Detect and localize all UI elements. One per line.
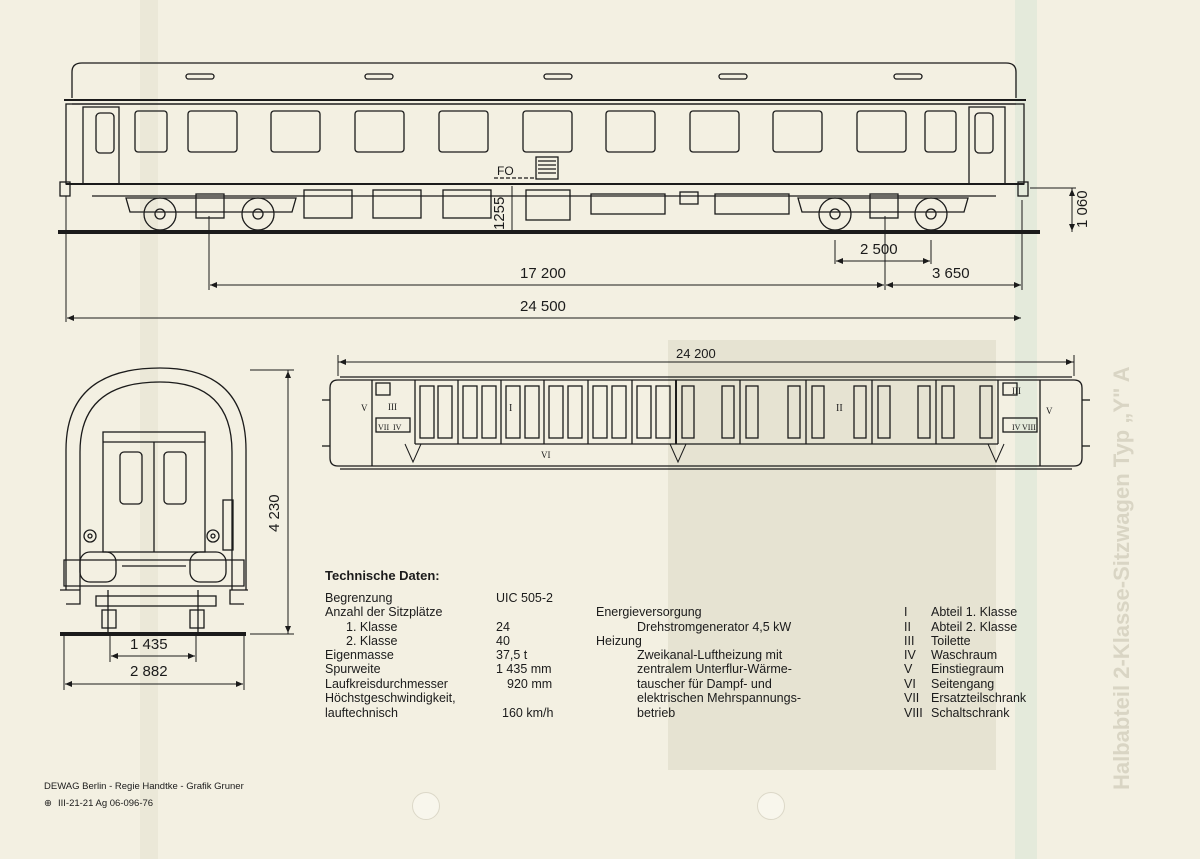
spec-label: 2. Klasse: [346, 634, 398, 648]
spec-value: 24: [496, 620, 510, 634]
legend-text: Toilette: [931, 634, 971, 648]
energy-line: Drehstromgenerator 4,5 kW: [637, 620, 792, 634]
plan-dimension-line: [337, 355, 1075, 376]
heating-line: betrieb: [637, 706, 676, 720]
spec-value: 40: [496, 634, 510, 648]
legend-text: Waschraum: [931, 648, 998, 662]
spec-label: Eigenmasse: [325, 648, 394, 662]
side-elevation: [59, 62, 1029, 231]
punch-hole-right: [757, 792, 785, 820]
legend-num: VII: [904, 691, 920, 705]
dimension-overhang: 3 650: [932, 265, 970, 282]
floor-plan: [322, 376, 1090, 470]
legend-num: VI: [904, 677, 916, 691]
dimension-end-width: 2 882: [130, 663, 168, 680]
dimension-track-gauge: 1 435: [130, 636, 168, 653]
end-dimension-lines: [63, 369, 294, 690]
fo-label: FO: [497, 164, 514, 178]
spec-value: 160 km/h: [502, 706, 554, 720]
spec-label: Laufkreisdurchmesser: [325, 677, 448, 691]
legend-num: V: [904, 662, 913, 676]
heating-line: elektrischen Mehrspannungs-: [637, 691, 801, 705]
spec-value: 920 mm: [507, 677, 553, 691]
plan-label-vi: VI: [541, 450, 551, 460]
plan-label-viii-right: VIII: [1022, 423, 1036, 432]
legend-text: Abteil 1. Klasse: [931, 605, 1018, 619]
spec-label: lauftechnisch: [325, 706, 398, 720]
dimension-plan-length: 24 200: [676, 346, 716, 361]
spec-label: 1. Klasse: [346, 620, 398, 634]
spec-value: 1 435 mm: [496, 662, 552, 676]
plan-label-v-left: V: [361, 403, 368, 413]
legend-num: III: [904, 634, 915, 648]
plan-label-iv-right: IV: [1012, 423, 1021, 432]
dimension-wheelbase: 2 500: [860, 241, 898, 258]
side-dimension-lines: [65, 186, 1076, 322]
punch-hole-left: [412, 792, 440, 820]
energy-heading: Energieversorgung: [596, 605, 702, 619]
legend-text: Ersatzteilschrank: [931, 691, 1027, 705]
legend-num: II: [904, 620, 911, 634]
footer-code-mark-icon: ⊕: [44, 798, 52, 809]
heating-line: zentralem Unterflur-Wärme-: [637, 662, 792, 676]
spec-label: Höchstgeschwindigkeit,: [325, 691, 456, 705]
green-edge-strip: [1015, 0, 1037, 859]
plan-label-iii-left: III: [388, 402, 397, 412]
legend-num: IV: [904, 648, 916, 662]
specs-title: Technische Daten:: [325, 568, 440, 583]
plan-label-i: I: [509, 403, 513, 414]
heating-heading: Heizung: [596, 634, 642, 648]
plan-label-iii-right: III: [1012, 386, 1021, 396]
heating-line: tauscher für Dampf- und: [637, 677, 772, 691]
dimension-buffer-height: 1 060: [1074, 190, 1091, 228]
legend-num: VIII: [904, 706, 923, 720]
bleed-through-block: [668, 340, 996, 770]
plan-label-vii-left: VII: [378, 423, 390, 432]
legend-num: I: [904, 605, 908, 619]
dimension-side-length: 24 500: [520, 298, 566, 315]
spec-value: 37,5 t: [496, 648, 528, 662]
spec-label: Begrenzung: [325, 591, 393, 605]
plan-label-v-right: V: [1046, 406, 1053, 416]
legend-text: Abteil 2. Klasse: [931, 620, 1018, 634]
footer-code: III-21-21 Ag 06-096-76: [58, 798, 154, 809]
dimension-bogie-centers: 17 200: [520, 265, 566, 282]
dimension-arrowheads: [65, 189, 1075, 687]
spec-label: Anzahl der Sitzplätze: [325, 605, 443, 619]
dimension-side-height: 1255: [491, 196, 508, 230]
spec-value: UIC 505-2: [496, 591, 553, 605]
spec-label: Spurweite: [325, 662, 381, 676]
legend-text: Schaltschrank: [931, 706, 1010, 720]
end-view: [60, 367, 248, 634]
legend-text: Seitengang: [931, 677, 995, 691]
legend-text: Einstiegraum: [931, 662, 1004, 676]
footer-credit: DEWAG Berlin - Regie Handtke - Grafik Gr…: [44, 781, 244, 792]
plan-label-ii: II: [836, 403, 843, 414]
plan-label-iv-left: IV: [393, 423, 402, 432]
heating-line: Zweikanal-Luftheizung mit: [637, 648, 783, 662]
dimension-end-height: 4 230: [266, 494, 283, 532]
